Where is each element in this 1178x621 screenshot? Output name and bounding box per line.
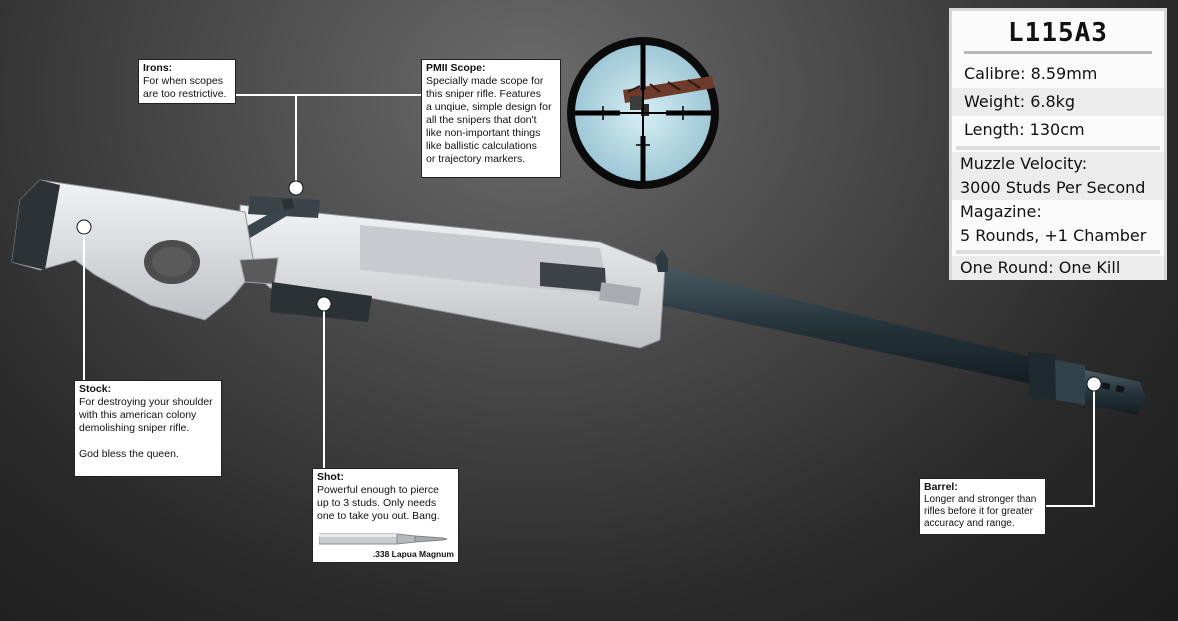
barrel-callout-text: Longer and stronger than rifles before i… bbox=[924, 494, 1037, 529]
spec-length: Length: 130cm bbox=[964, 120, 1085, 139]
scope-view bbox=[567, 37, 719, 189]
irons-callout-text: For when scopes are too restrictive. bbox=[143, 75, 227, 100]
spec-velocity-label: Muzzle Velocity: bbox=[952, 152, 1164, 176]
stock-callout-text: For destroying your shoulder with this a… bbox=[79, 396, 213, 460]
spec-velocity-value: 3000 Studs Per Second bbox=[952, 176, 1164, 200]
stock-callout: Stock: For destroying your shoulder with… bbox=[74, 380, 222, 477]
leader-lines bbox=[83, 94, 1095, 507]
shot-callout-title: Shot: bbox=[317, 471, 344, 483]
title-divider bbox=[964, 51, 1152, 54]
irons-callout: Irons: For when scopes are too restricti… bbox=[138, 59, 236, 104]
barrel-callout-title: Barrel: bbox=[924, 481, 958, 493]
barrel-callout: Barrel: Longer and stronger than rifles … bbox=[919, 478, 1046, 535]
scope-callout: PMII Scope: Specially made scope for thi… bbox=[421, 59, 561, 178]
scope-target-structure bbox=[623, 76, 714, 116]
spec-divider bbox=[956, 146, 1160, 150]
receiver bbox=[239, 196, 668, 349]
spec-divider-2 bbox=[956, 250, 1160, 254]
spec-calibre: Calibre: 8.59mm bbox=[964, 64, 1098, 83]
spec-weight: Weight: 6.8kg bbox=[952, 88, 1164, 116]
irons-callout-title: Irons: bbox=[143, 62, 173, 74]
spec-card: L115A3 Calibre: 8.59mm Weight: 6.8kg Len… bbox=[949, 8, 1167, 280]
shot-callout: Shot: Powerful enough to pierce up to 3 … bbox=[312, 468, 459, 563]
stock bbox=[11, 179, 279, 321]
spec-motto: One Round: One Kill bbox=[952, 256, 1164, 280]
spec-magazine-label: Magazine: bbox=[960, 202, 1042, 221]
bullet-caption: .338 Lapua Magnum bbox=[372, 549, 454, 559]
iron-sight bbox=[282, 198, 294, 210]
spec-magazine-value: 5 Rounds, +1 Chamber bbox=[960, 226, 1147, 245]
shot-callout-text: Powerful enough to pierce up to 3 studs.… bbox=[317, 484, 440, 522]
stock-callout-title: Stock: bbox=[79, 383, 112, 395]
barrel bbox=[636, 262, 1146, 415]
bullet-image bbox=[319, 533, 448, 545]
scope-callout-text: Specially made scope for this sniper rif… bbox=[426, 75, 552, 165]
anchor-dots bbox=[76, 180, 1102, 392]
weapon-name: L115A3 bbox=[1008, 18, 1108, 48]
scope-callout-title: PMII Scope: bbox=[426, 62, 486, 74]
